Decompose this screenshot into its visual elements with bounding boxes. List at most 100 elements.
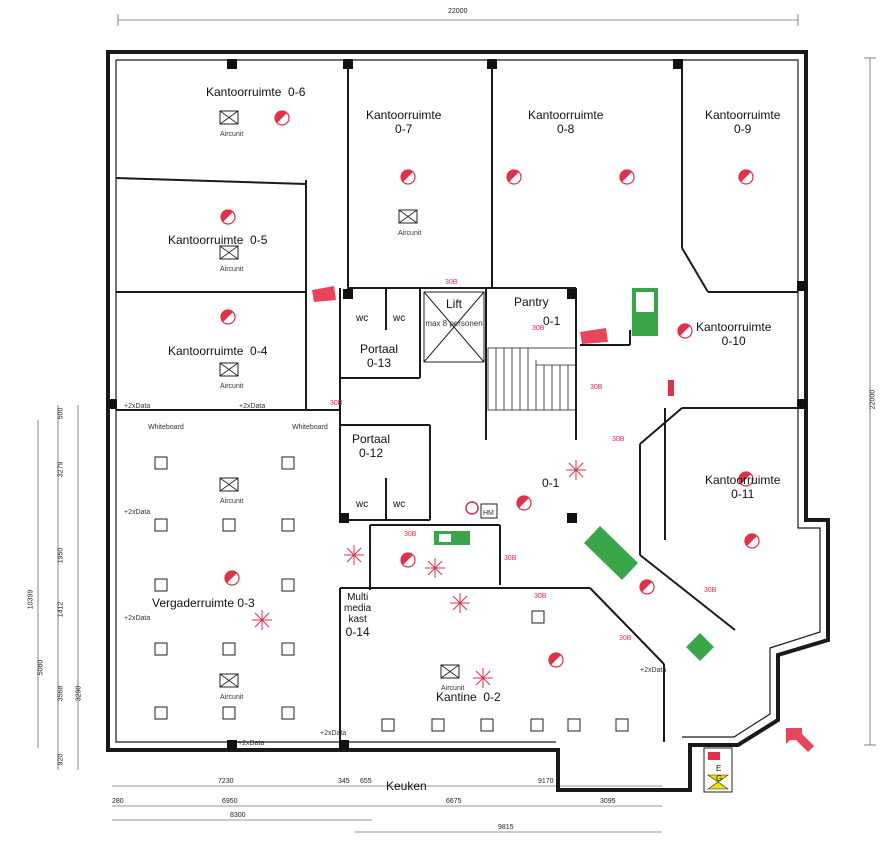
room-name: Kantoorruimte: [168, 233, 244, 247]
gas-g-label: G: [716, 772, 722, 786]
dimension-value: 655: [360, 778, 372, 785]
dimension-value: 280: [112, 798, 124, 805]
wc-text: wc: [393, 499, 406, 510]
wc-text: wc: [356, 499, 369, 510]
room-number: 0-3: [237, 596, 255, 610]
dimension-value: 5080: [37, 659, 45, 676]
fire-rating-text: 30B: [704, 587, 717, 594]
lift-label: Lift max 8 personen: [420, 297, 488, 331]
airco-text: Aircunit: [441, 685, 465, 692]
dimension-value: 7230: [218, 778, 234, 785]
staircase: [487, 347, 577, 411]
room-number: 0-13: [367, 356, 392, 370]
data-text: +2xData: [124, 615, 151, 622]
fire-rating-text: 30B: [404, 531, 417, 538]
entrance-arrows: [312, 286, 814, 752]
dimension-left: 3279: [58, 455, 65, 485]
dimension-bottom: 655: [360, 778, 372, 785]
room-name: Kantoorruimte: [528, 108, 604, 122]
data-label: +2xData: [124, 400, 150, 414]
fire-rating-label: 30B: [404, 528, 416, 542]
airco-label: Aircunit: [220, 495, 243, 509]
dimension-bottom: 3095: [600, 798, 616, 805]
airco-text: Aircunit: [220, 694, 244, 701]
room-0-8-label: Kantoorruimte 0-8: [528, 108, 603, 136]
dimension-value: 3290: [75, 685, 83, 702]
room-name: Kantoorruimte: [206, 85, 282, 99]
outer-walls: [106, 50, 830, 792]
fire-rating-label: 30B: [330, 397, 342, 411]
wc-label: wc: [356, 498, 368, 512]
room-0-10-label: Kantoorruimte 0-10: [696, 320, 771, 348]
room-name: Pantry: [514, 295, 549, 309]
dimension-value: 3095: [600, 798, 616, 805]
room-0-4-label: Kantoorruimte 0-4: [168, 344, 267, 358]
fire-rating-label: 30B: [532, 322, 544, 336]
room-name: Kantoorruimte: [168, 344, 244, 358]
fire-rating-label: 30B: [704, 584, 716, 598]
dimension-value: 9815: [498, 824, 514, 831]
dimension-left: 1950: [58, 541, 65, 571]
room-name: Portaal: [352, 432, 391, 446]
portaal-0-13-label: Portaal 0-13: [360, 342, 398, 370]
fire-rating-label: 30B: [619, 632, 631, 646]
dimension-value: 3279: [57, 461, 65, 478]
room-0-5-label: Kantoorruimte 0-5: [168, 233, 267, 247]
hm-label: HM: [483, 507, 494, 521]
wc-label: wc: [356, 312, 368, 326]
data-text: +2xData: [124, 403, 151, 410]
dimension-value: 9170: [538, 778, 554, 785]
wc-text: wc: [393, 313, 406, 324]
airco-label: Aircunit: [220, 380, 243, 394]
dimension-bottom: 6675: [446, 798, 462, 805]
room-name: Kantine: [436, 690, 477, 704]
whiteboard-label: Whiteboard: [148, 421, 184, 435]
room-0-11-label: Kantoorruimte 0-11: [705, 473, 780, 501]
dimension-bottom: 9815: [498, 824, 514, 831]
airco-text: Aircunit: [220, 383, 244, 390]
room-number: 0-12: [359, 446, 384, 460]
room-name: Kantoorruimte: [705, 473, 781, 487]
data-text: +2xData: [239, 403, 266, 410]
pantry-number-label: 0-1: [543, 314, 560, 328]
gas-e-label: E: [716, 762, 721, 776]
room-number: 0-1: [542, 476, 560, 490]
whiteboard-text: Whiteboard: [148, 424, 184, 431]
dimension-left: 3568: [58, 679, 65, 709]
dimension-bottom: 6950: [222, 798, 238, 805]
portaal-0-12-label: Portaal 0-12: [352, 432, 390, 460]
room-0-6-label: Kantoorruimte 0-6: [206, 85, 305, 99]
fire-rating-label: 30B: [612, 433, 624, 447]
airco-label: Aircunit: [441, 682, 464, 696]
fire-rating-text: 30B: [590, 384, 603, 391]
pantry-label: Pantry: [514, 295, 549, 309]
gas-e-text: E: [716, 764, 722, 773]
fire-rating-text: 30B: [532, 325, 545, 332]
fire-extinguisher: [668, 380, 674, 396]
room-name: Vergaderruimte: [152, 596, 235, 610]
dimension-value: 345: [338, 778, 350, 785]
keuken-text: Keuken: [386, 779, 427, 793]
dimension-top: 22000: [448, 8, 467, 15]
wc-text: wc: [356, 313, 369, 324]
dimension-left: 1412: [58, 595, 65, 625]
data-label: +2xData: [320, 727, 346, 741]
dimension-value: 6675: [446, 798, 462, 805]
room-number: 0-1: [543, 314, 561, 328]
fire-rating-text: 30B: [612, 436, 625, 443]
data-label: +2xData: [124, 612, 150, 626]
room-number: 0-4: [250, 344, 268, 358]
room-number: 0-8: [557, 122, 575, 136]
gas-meter: [703, 747, 733, 793]
dimension-value: 22000: [869, 389, 877, 410]
fire-rating-text: 30B: [330, 400, 343, 407]
room-name: Kantoorruimte: [696, 320, 772, 334]
dimension-value: 6950: [222, 798, 238, 805]
dimension-value: 1950: [57, 547, 65, 564]
hall-number-label: 0-1: [542, 476, 559, 490]
gas-g-text: G: [716, 774, 723, 783]
room-name: Kantoorruimte: [366, 108, 442, 122]
fire-rating-label: 30B: [590, 381, 602, 395]
airco-label: Aircunit: [220, 263, 243, 277]
hm-box: [465, 501, 498, 519]
